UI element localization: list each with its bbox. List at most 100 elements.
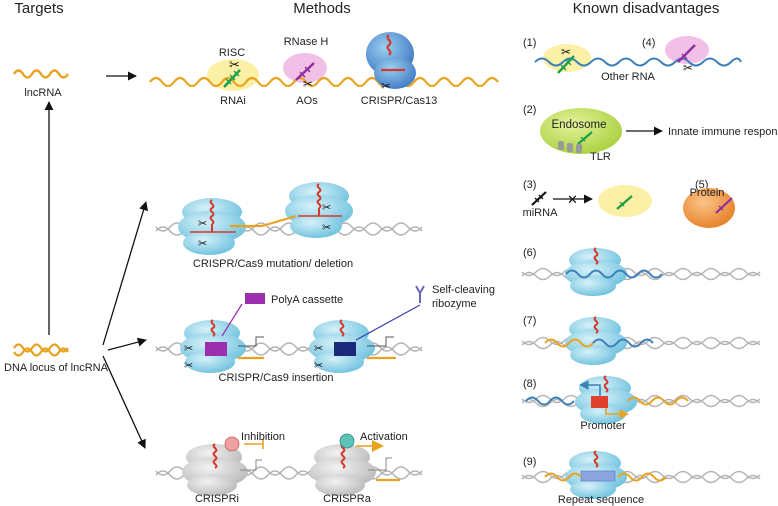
protein-label: Protein [690,187,725,199]
tlr-receptor-icon [558,141,582,153]
header-targets: Targets [14,0,63,17]
dna-strand-6b [521,267,761,277]
header-disadvantages: Known disadvantages [573,0,720,17]
promoter-left-arrow [579,380,601,396]
promoter-right-arrow [605,408,629,419]
lncrna-transcript [149,76,499,88]
rnai-scissors-icon: ✂ [229,57,240,72]
krab-repressor-domain [224,436,240,452]
block-x-icon: ✕ [567,192,578,207]
crispra-label: CRISPRa [323,493,372,505]
cas13-scissors-icon: ✂ [381,79,391,93]
vp64-activator-domain [339,433,355,449]
insertion-right-scissors-top-icon: ✂ [314,343,323,355]
dna-strand-7b [521,336,761,346]
disadvantage-6-number: (6) [523,247,536,259]
target-dna-locus-label: DNA locus of lncRNA [4,362,109,374]
insertion-left-scissors-top-icon: ✂ [184,343,193,355]
repeat-sequence-label: Repeat sequence [558,494,644,506]
aos-label: AOs [296,95,318,107]
other-rna-label: Other RNA [601,71,655,83]
rnase-h-label: RNase H [284,36,329,48]
tlr-label: TLR [590,151,611,163]
disadvantage-9-number: (9) [523,456,536,468]
dcas9-crispri-complex [182,443,262,496]
cas9-complex-left [178,198,262,255]
arrow-to-cas9-insertion [107,337,147,351]
disadvantage-5-number: (5) [695,179,708,191]
disadvantage-8-number: (8) [523,378,536,390]
disadvantage-2-number: (2) [523,104,536,116]
cas9-right-scissors-bottom-icon: ✂ [322,222,331,234]
dna-locus-strand-2 [13,347,69,357]
dna-strand-7a [521,340,761,350]
protein-shape [683,188,735,228]
overlapping-gene-strand-6 [565,269,663,279]
crispri-label: CRISPRi [195,493,239,505]
polya-cassette-insert [205,342,227,356]
ao-scissors-icon: ✂ [303,77,313,91]
antisense-gene-strand-8 [525,396,575,406]
sirna-icon [223,69,241,88]
activation-arrowhead [372,440,384,452]
mirna-label: miRNA [523,207,558,219]
risc-label: RISC [219,47,245,59]
risc-sirna-icon [616,195,633,210]
polya-cassette-legend-box [245,293,265,304]
activation-label: Activation [360,431,408,443]
mirna-icon [531,191,547,206]
insertion-left-scissors-bottom-icon: ✂ [184,360,193,372]
cas9-complex-7 [565,316,627,365]
cas9-insertion-complex-right [309,319,396,373]
off-target-ao-icon [677,44,696,63]
endosome-sirna-icon [577,131,593,145]
lncrna-strand-8 [627,396,689,406]
disadvantage-4-number: (4) [642,37,655,49]
polya-cassette-label: PolyA cassette [271,294,343,306]
ribozyme-icon [415,285,425,303]
lncrna-strand-9a [544,472,582,482]
neighbor-gene-strand-7 [592,338,654,348]
dna-strand-9a [521,474,761,484]
dcas9-crispra-complex [310,443,400,496]
cas9-insertion-label: CRISPR/Cas9 insertion [219,372,334,384]
off-target-sirna-icon [557,55,575,74]
bidirectional-promoter-box [591,396,608,408]
cas13-guide-rna-icon [381,34,405,72]
off-target-scissors-1-icon: ✂ [561,45,571,59]
arrow-to-cas9-mutation [102,201,148,346]
protein-bound-ao-icon [715,197,733,214]
lncrna-strand-7 [544,338,594,348]
ribozyme-label: ribozyme [432,298,477,310]
cas9-left-scissors-bottom-icon: ✂ [198,238,207,250]
dna-locus-strand-1 [13,343,69,353]
inhibition-label: Inhibition [241,431,285,443]
cas9-complex-6 [565,247,627,296]
antisense-oligo-icon [295,62,315,81]
repeat-sequence-box [580,470,616,482]
polya-pointer-line [221,303,243,337]
target-lncrna-label: lncRNA [24,87,62,99]
ribozyme-insert [334,342,356,356]
cas9-complex-9 [565,450,627,499]
disadvantage-1-number: (1) [523,37,536,49]
innate-immune-label: Innate immune response [668,126,778,138]
header-methods: Methods [293,0,351,17]
disadvantage-3-number: (3) [523,179,536,191]
ribozyme-pointer-line [355,304,421,341]
off-target-scissors-4-icon: ✂ [683,61,693,75]
off-target-rnase-h [665,36,709,64]
cas9-right-scissors-top-icon: ✂ [322,202,331,214]
lncrna-strand-9b [617,472,667,482]
promoter-label: Promoter [580,420,626,432]
arrow-to-crispri [102,355,146,449]
disadvantage-7-number: (7) [523,315,536,327]
cas9-mutation-label: CRISPR/Cas9 mutation/ deletion [193,258,353,270]
lncrna-wave [12,69,70,79]
insertion-right-scissors-bottom-icon: ✂ [314,360,323,372]
rnai-label: RNAi [220,95,246,107]
cas9-complex-right [261,182,353,238]
cas9-left-scissors-top-icon: ✂ [198,218,207,230]
self-cleaving-label: Self-cleaving [432,284,495,296]
